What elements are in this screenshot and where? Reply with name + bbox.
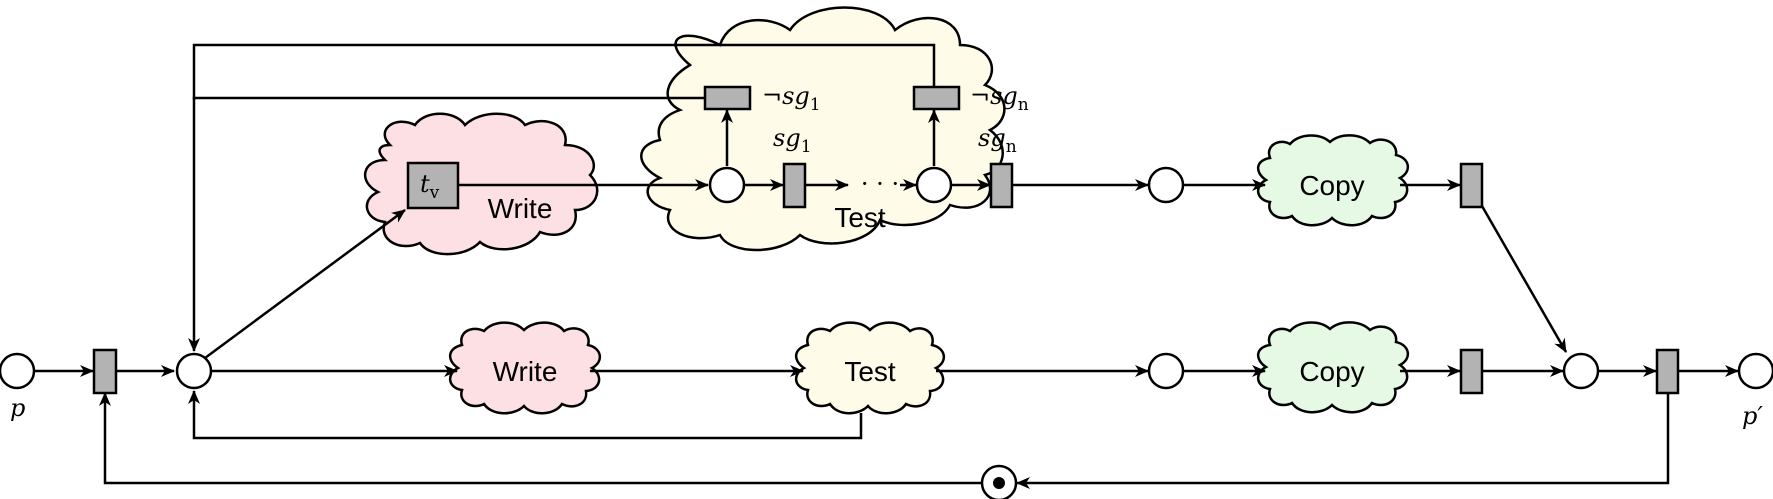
edges: [34, 43, 1739, 489]
transition-t1: [92, 348, 118, 395]
label-neg-sgn: ¬sgn: [970, 82, 1029, 115]
label-p-prime: p′: [1742, 402, 1763, 430]
label-p: p: [10, 394, 25, 422]
transition-lower-copy-out: [1459, 348, 1484, 395]
label-tv: tv: [420, 170, 440, 203]
places: [0, 166, 1773, 499]
transition-sg1: [782, 162, 807, 209]
transition-final: [1655, 348, 1680, 395]
labels: Write Test Copy Write Test Copy tv sg1 s…: [10, 82, 1763, 430]
place-p-prime: [1737, 352, 1773, 390]
edge-upper-trans-to-merge: [1480, 205, 1568, 353]
place-p: [0, 352, 36, 390]
label-sg1: sg1: [773, 124, 812, 157]
lower-copy-cloud: [1257, 321, 1409, 414]
transition-neg-sgn: [912, 85, 961, 111]
label-sgn: sgn: [978, 124, 1017, 157]
place-upper-after-test: [1147, 166, 1185, 204]
token-dot: [993, 477, 1005, 489]
transition-sgn: [989, 162, 1014, 209]
edge-neg-sgn-to-hub: [192, 43, 936, 100]
place-lower-after-test: [1147, 352, 1185, 390]
lower-test-cloud: [795, 321, 945, 415]
label-lower-test: Test: [844, 356, 896, 387]
label-ellipsis: · · ·: [861, 170, 899, 198]
edge-final-trans-to-token: [1016, 392, 1670, 489]
label-lower-write: Write: [493, 356, 558, 387]
transition-upper-copy-out: [1459, 162, 1484, 209]
label-upper-write: Write: [488, 193, 553, 224]
place-hub: [175, 352, 213, 390]
label-upper-copy: Copy: [1299, 170, 1364, 201]
label-lower-copy: Copy: [1299, 356, 1364, 387]
transitions: [92, 85, 1680, 395]
upper-copy-cloud: [1257, 134, 1409, 227]
transition-tv: [406, 161, 460, 210]
edge-lower-test-loop: [188, 390, 863, 440]
lower-write-cloud: [449, 321, 601, 415]
label-upper-test: Test: [834, 202, 886, 233]
transition-neg-sg1: [703, 85, 752, 111]
edge-hub-to-tv: [204, 208, 406, 360]
place-test-n: [915, 166, 953, 204]
label-neg-sg1: ¬sg1: [762, 82, 821, 115]
edge-token-to-t1: [99, 392, 981, 485]
place-test-entry: [708, 166, 746, 204]
place-merge: [1562, 352, 1600, 390]
